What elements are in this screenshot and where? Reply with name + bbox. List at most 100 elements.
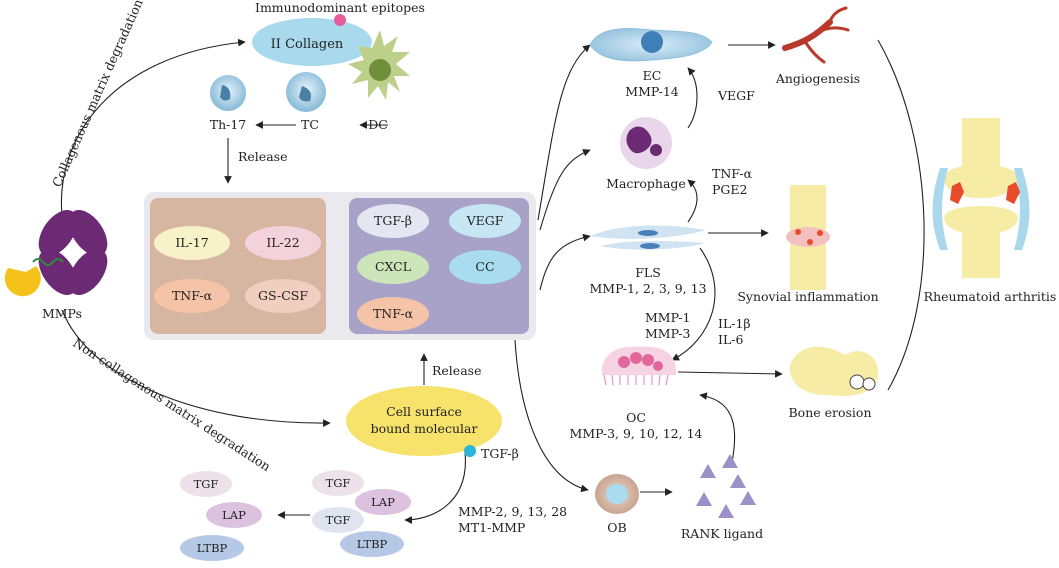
rank-ligand-icon bbox=[696, 454, 756, 518]
tgfb-bubble bbox=[357, 204, 429, 238]
tnfa-right-label: TNF-α bbox=[373, 306, 414, 321]
cxcl-label: CXCL bbox=[375, 259, 411, 274]
gscsf-label: GS-CSF bbox=[258, 288, 308, 303]
oc-label: OC bbox=[626, 410, 646, 425]
mmp3-label: MMP-3 bbox=[645, 326, 691, 341]
complex-right-tgf-2-label: TGF bbox=[326, 513, 351, 527]
complex-left-tgf-label: TGF bbox=[194, 477, 219, 491]
pge2-arrow-label: PGE2 bbox=[712, 182, 747, 197]
complex-right-lap-label: LAP bbox=[371, 495, 395, 509]
osteoblast-icon bbox=[595, 474, 639, 514]
th17-label: Th-17 bbox=[210, 117, 247, 132]
fls-to-oc-arrow bbox=[671, 247, 716, 361]
noncollagenous-path-label: Non-collagenous matrix degradation bbox=[70, 335, 273, 474]
rank-to-oc-arrow bbox=[699, 392, 736, 463]
box-to-ec-arrow bbox=[537, 44, 591, 221]
cell-surface-line2: bound molecular bbox=[371, 421, 478, 436]
tc-label: TC bbox=[301, 117, 319, 132]
complex-right-tgf-2 bbox=[312, 507, 364, 533]
bone-erosion-icon bbox=[789, 346, 879, 396]
complex-right-ltbp bbox=[340, 531, 404, 557]
osteoclast-icon bbox=[601, 346, 677, 386]
fls-mmp-label: MMP-1, 2, 3, 9, 13 bbox=[589, 281, 706, 296]
complex-right-lap bbox=[355, 489, 411, 515]
cell-surface-line1: Cell surface bbox=[386, 404, 462, 419]
cxcl-bubble bbox=[357, 250, 429, 284]
cell-surface-shape bbox=[346, 386, 502, 456]
complex-left-tgf bbox=[180, 471, 232, 497]
collagen-label: II Collagen bbox=[271, 37, 344, 52]
complex-left-ltbp-label: LTBP bbox=[197, 541, 228, 555]
ra-arc bbox=[877, 39, 925, 391]
angiogenesis-label: Angiogenesis bbox=[775, 71, 860, 86]
il22-bubble bbox=[245, 226, 321, 260]
rank-ligand-label: RANK ligand bbox=[681, 526, 763, 541]
il22-label: IL-22 bbox=[266, 235, 299, 250]
complex-left-ltbp bbox=[180, 535, 244, 561]
synovial-joint-icon bbox=[786, 185, 830, 290]
oc-to-bone-arrow bbox=[677, 370, 783, 378]
il1b-label: IL-1β bbox=[718, 316, 751, 331]
vegf-label: VEGF bbox=[466, 213, 504, 228]
epitope-dot bbox=[334, 14, 346, 26]
macrophage-label: Macrophage bbox=[606, 176, 686, 191]
mmp-molecule-icon bbox=[4, 210, 108, 297]
complex-right-tgf-1 bbox=[312, 470, 364, 496]
cc-label: CC bbox=[475, 259, 494, 274]
blood-vessel-icon bbox=[782, 6, 850, 64]
tgfb-to-complex-arrow bbox=[404, 451, 466, 524]
macrophage-to-ec-arrow bbox=[687, 67, 698, 129]
th17-cell-icon bbox=[210, 75, 246, 111]
fls-label: FLS bbox=[635, 265, 661, 280]
box-to-macrophage-arrow bbox=[539, 149, 591, 231]
ra-label: Rheumatoid arthritis bbox=[924, 289, 1057, 304]
ec-mmp-label: MMP-14 bbox=[625, 84, 679, 99]
tc-cell-icon bbox=[286, 72, 326, 112]
vegf-arrow-label: VEGF bbox=[717, 88, 755, 103]
tgfb-dot bbox=[464, 445, 476, 457]
collagenous-path-label: Collagenous matrix degradation bbox=[49, 0, 146, 189]
vegf-bubble bbox=[449, 204, 521, 238]
oc-mmp-label: MMP-3, 9, 10, 12, 14 bbox=[570, 426, 703, 441]
il17-label: IL-17 bbox=[175, 235, 208, 250]
tnfa-arrow-label: TNF-α bbox=[712, 166, 753, 181]
collagenous-arrow bbox=[60, 38, 246, 216]
dc-cell-icon bbox=[348, 30, 410, 100]
ii-collagen-shape bbox=[252, 18, 372, 66]
il6-label: IL-6 bbox=[718, 332, 743, 347]
ec-label: EC bbox=[643, 68, 662, 83]
macrophage-icon bbox=[620, 117, 672, 169]
box-to-fls-arrow bbox=[539, 233, 591, 291]
bone-erosion-label: Bone erosion bbox=[788, 405, 871, 420]
mmp1-label: MMP-1 bbox=[645, 310, 691, 325]
left-cytokine-panel bbox=[150, 198, 326, 334]
tgfb-label: TGF-β bbox=[374, 213, 412, 228]
release-top-label: Release bbox=[238, 149, 287, 164]
tgfb-dot-label: TGF-β bbox=[481, 446, 519, 461]
complex-right-ltbp-label: LTBP bbox=[357, 537, 388, 551]
fls-to-macrophage-arrow bbox=[687, 179, 698, 223]
tnfa-bubble-left bbox=[154, 279, 230, 313]
fls-cell-icon bbox=[590, 225, 706, 250]
epitopes-label: Immunodominant epitopes bbox=[255, 0, 425, 15]
complex-left-lap-label: LAP bbox=[222, 508, 246, 522]
release-bottom-label: Release bbox=[432, 363, 481, 378]
gscsf-bubble bbox=[245, 279, 321, 313]
noncollagenous-arrow bbox=[61, 309, 331, 427]
mmps-label: MMPs bbox=[42, 306, 82, 321]
rheumatoid-joint-icon bbox=[932, 118, 1030, 278]
cc-bubble bbox=[449, 250, 521, 284]
complex-right-tgf-1-label: TGF bbox=[326, 476, 351, 490]
dc-label: DC bbox=[368, 117, 388, 132]
mmp-line2: MT1-MMP bbox=[458, 520, 525, 535]
synovial-label: Synovial inflammation bbox=[737, 289, 878, 304]
il17-bubble bbox=[154, 226, 230, 260]
tnfa-bubble-right bbox=[357, 297, 429, 331]
endothelial-cell-icon bbox=[589, 28, 713, 62]
tnfa-left-label: TNF-α bbox=[172, 288, 213, 303]
connector-arrows bbox=[60, 38, 925, 524]
mmp-line1: MMP-2, 9, 13, 28 bbox=[458, 504, 567, 519]
box-to-ob-arrow bbox=[514, 339, 589, 493]
